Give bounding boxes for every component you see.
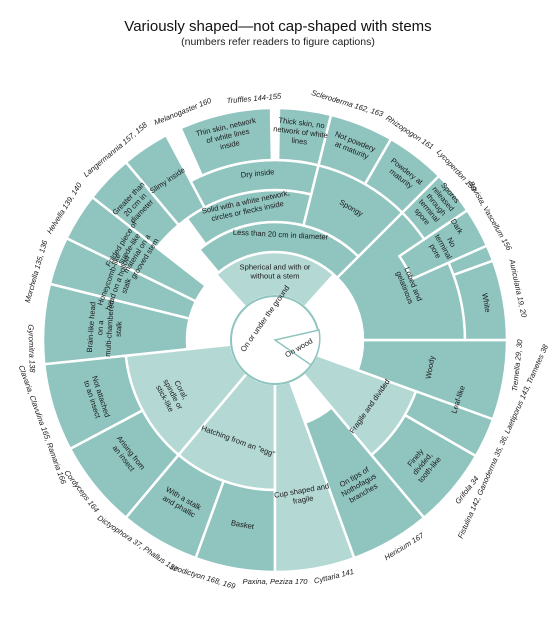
cell-arising <box>68 408 181 520</box>
label-basket: Basket <box>230 518 255 531</box>
cell-greater20 <box>90 160 181 250</box>
cell-brainlike <box>41 282 192 366</box>
cell-thin-skin <box>178 106 274 178</box>
cell-white <box>451 259 509 342</box>
genus-tremella: Tremella 29, 30 <box>510 338 524 392</box>
label-dry: Dry inside <box>240 167 275 179</box>
label-coral: Coral,spindle orstick-like <box>153 373 193 415</box>
page-subtitle: (numbers refer readers to figure caption… <box>181 36 375 48</box>
cell-honeycomb <box>48 236 198 321</box>
genus-morchella: Morchella 135, 136 <box>23 238 50 303</box>
genus-auricularia: Auricularia 19, 20 <box>507 258 528 319</box>
cell-slimy <box>124 133 207 227</box>
genus-paxina: Paxina, Peziza 170 <box>242 577 308 586</box>
genus-cyttaria: Cyttaria 141 <box>313 567 355 586</box>
cell-no-pore <box>397 208 489 281</box>
cell-nothofagus <box>303 405 426 560</box>
page-title: Variously shaped—not cap-shaped with ste… <box>124 18 432 35</box>
cell-woody <box>356 338 509 421</box>
hub-wood-wedge <box>273 329 321 367</box>
cell-with-stalk <box>124 453 226 560</box>
genus-gyromitra: Gyromitra 138 <box>26 324 37 373</box>
label-white: White <box>480 292 492 313</box>
genus-truffles: Truffles 144-155 <box>226 91 282 105</box>
cell-basket <box>194 479 277 574</box>
label-brainlike: Brain-like headon amulti-chamberedstalk <box>85 299 125 358</box>
label-greater20: Greater than20 cm indiameter <box>110 180 159 230</box>
label-woody: Woody <box>424 355 437 380</box>
cell-folded <box>64 195 208 304</box>
cell-not-attached <box>42 354 145 451</box>
